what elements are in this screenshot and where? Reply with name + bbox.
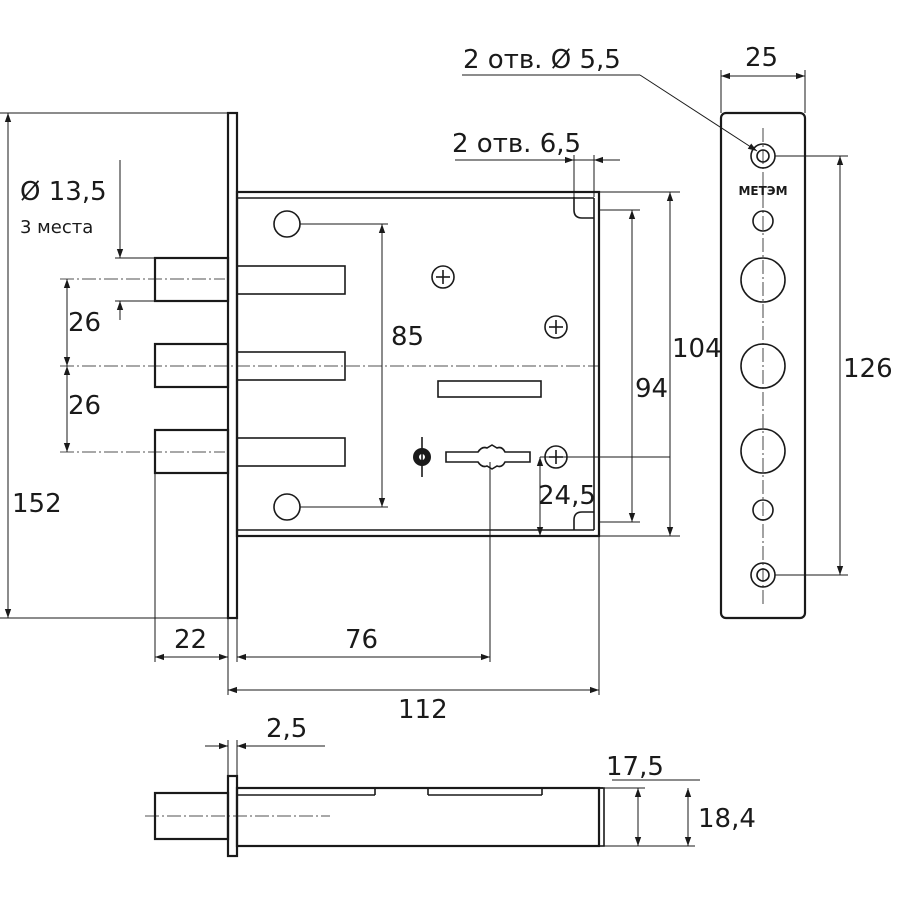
label-backset: 76 <box>345 625 378 655</box>
keyhole <box>445 444 531 470</box>
label-mount-spacing: 85 <box>391 322 424 352</box>
label-faceplate-holes: 126 <box>843 354 893 384</box>
front-view <box>60 111 601 620</box>
mount-hole-top <box>273 210 301 238</box>
faceplate-edge <box>226 111 239 620</box>
label-case-depth: 112 <box>398 695 448 725</box>
bolt-top <box>153 256 346 303</box>
bolt-opening-3 <box>740 428 786 474</box>
side-view <box>145 774 605 858</box>
label-spacing-top: 26 <box>68 308 101 338</box>
faceplate-front: МЕТЭМ <box>719 111 807 620</box>
key-pivot <box>413 437 431 477</box>
dimension-lines <box>0 70 848 847</box>
label-inner-height: 94 <box>635 374 668 404</box>
label-bolt-places: 3 места <box>20 217 93 238</box>
bolt-bottom <box>153 428 346 475</box>
screw-upper <box>431 265 455 289</box>
bolt-opening-1 <box>740 257 786 303</box>
label-body-thickness: 17,5 <box>606 752 664 782</box>
label-bolt-diameter: Ø 13,5 <box>20 177 107 207</box>
label-holes-65: 2 отв. 6,5 <box>452 129 581 159</box>
latch-slot <box>437 380 542 398</box>
label-holes-55: 2 отв. Ø 5,5 <box>463 45 621 75</box>
mount-hole-bottom <box>273 493 301 521</box>
label-case-height: 104 <box>672 334 722 364</box>
label-spacing-bottom: 26 <box>68 391 101 421</box>
screw-right <box>544 315 568 339</box>
label-spindle-offset: 24,5 <box>538 481 596 511</box>
label-plate-thickness: 2,5 <box>266 714 307 744</box>
bolt-middle <box>153 342 346 389</box>
label-faceplate-width: 25 <box>745 43 778 73</box>
dimension-labels: 2 отв. Ø 5,5 2 отв. 6,5 Ø 13,5 3 места 2… <box>12 43 893 834</box>
label-faceplate-height: 152 <box>12 489 62 519</box>
label-bolt-throw: 22 <box>174 625 207 655</box>
label-overall-thickness: 18,4 <box>698 804 756 834</box>
